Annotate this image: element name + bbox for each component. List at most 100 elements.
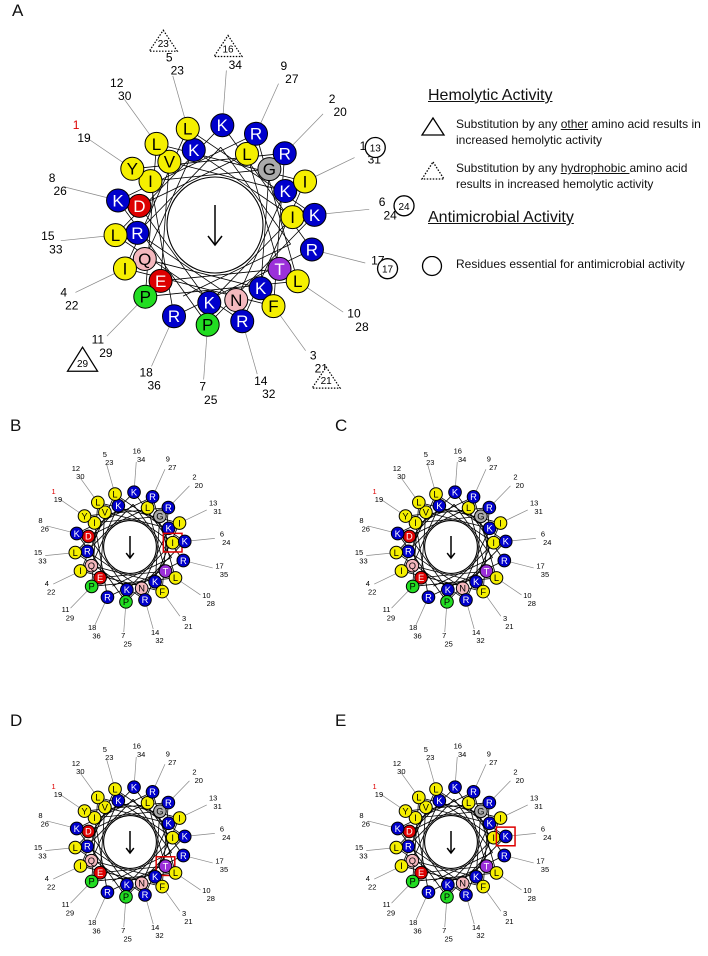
helix-chord	[418, 797, 501, 819]
residue-circle	[155, 879, 169, 894]
residue-letter: V	[423, 507, 430, 517]
helix-chord	[76, 828, 127, 898]
helix-chord	[161, 802, 169, 887]
position-leader-line	[188, 561, 213, 569]
position-number: 31	[534, 507, 542, 516]
position-leader-line	[190, 833, 215, 837]
residue-letter: R	[180, 851, 187, 861]
residue-letter: R	[463, 595, 470, 605]
position-number: 1	[51, 782, 55, 791]
residue-circle	[144, 131, 169, 156]
residue-circle	[195, 312, 220, 337]
residue-circle	[120, 156, 145, 181]
residue-circle	[257, 157, 282, 182]
position-number: 5	[103, 745, 107, 754]
helix-chord	[144, 143, 157, 297]
residue-letter: P	[410, 877, 416, 887]
position-leader-line	[134, 756, 137, 782]
legend-item3-text: Residues essential for antimicrobial act…	[456, 257, 685, 271]
residue-circle	[390, 526, 405, 541]
residue-letter: I	[303, 172, 308, 191]
position-number: 12	[393, 759, 401, 768]
residue-letter: K	[188, 141, 200, 160]
helix-chord	[453, 798, 493, 853]
position-number: 20	[516, 481, 524, 490]
position-leader-line	[190, 538, 215, 542]
position-leader-line	[415, 897, 427, 920]
residue-circle	[293, 169, 318, 194]
position-number: 3	[503, 909, 507, 918]
position-number: 8	[38, 811, 42, 820]
position-number: 34	[137, 455, 145, 464]
residue-letter: L	[95, 793, 100, 803]
position-number: 22	[47, 587, 55, 596]
position-leader-line	[427, 759, 435, 784]
position-number: 13	[209, 499, 217, 508]
helix-chord	[409, 831, 449, 886]
helix-chord	[435, 493, 506, 542]
helix-chord	[80, 865, 163, 887]
position-leader-line	[415, 602, 427, 625]
position-leader-line	[79, 772, 95, 794]
residue-circle	[461, 501, 476, 515]
position-number: 24	[222, 833, 230, 842]
helix-chord	[144, 149, 195, 260]
helix-chord	[475, 516, 482, 582]
helix-chord	[112, 557, 172, 587]
position-number: 33	[359, 556, 367, 565]
residue-letter: L	[173, 868, 178, 878]
helix-chord	[156, 143, 306, 182]
residue-letter: R	[165, 798, 172, 808]
position-number: 23	[105, 458, 113, 467]
position-number: 10	[202, 886, 210, 895]
residue-letter: R	[405, 547, 412, 557]
residue-letter: K	[445, 585, 452, 595]
residue-letter: K	[217, 116, 229, 135]
helix-chord	[433, 852, 493, 882]
helix-chord	[147, 802, 166, 867]
residue-circle	[98, 800, 112, 815]
marker-number: 21	[321, 376, 333, 387]
residue-letter: Q	[409, 856, 416, 866]
residue-circle	[84, 853, 99, 868]
helix-chord	[144, 258, 261, 289]
residue-circle	[140, 501, 155, 515]
helix-chord	[91, 800, 119, 861]
position-number: 2	[192, 473, 196, 482]
residue-letter: I	[79, 566, 82, 576]
position-number: 26	[41, 524, 49, 533]
helix-chord	[418, 502, 501, 524]
position-number: 33	[49, 242, 63, 256]
position-leader-line	[64, 186, 109, 199]
position-leader-line	[184, 804, 207, 816]
position-number: 27	[489, 758, 497, 767]
panel-label: A	[12, 1, 24, 20]
residue-circle	[440, 890, 454, 904]
position-number: 29	[99, 346, 113, 360]
helix-chord	[80, 788, 116, 867]
residue-circle	[482, 500, 497, 515]
residue-letter: G	[477, 512, 484, 522]
helix-chord	[207, 214, 315, 326]
residue-letter: K	[182, 832, 189, 842]
marker-number: 17	[382, 265, 394, 276]
position-number: 6	[379, 195, 386, 209]
position-leader-line	[70, 590, 89, 609]
dotted-triangle-icon	[148, 29, 179, 52]
helix-chord	[465, 817, 501, 896]
position-number: 24	[383, 208, 397, 222]
position-number: 34	[458, 750, 466, 759]
residue-letter: Y	[127, 160, 138, 179]
residue-letter: R	[250, 125, 262, 144]
helix-chord	[94, 817, 108, 893]
position-number: 25	[444, 639, 452, 648]
arrow-head-icon	[125, 847, 135, 855]
residue-circle	[148, 574, 162, 589]
residue-letter: L	[433, 784, 438, 794]
position-number: 9	[487, 750, 491, 759]
residue-circle	[161, 816, 176, 831]
helix-chord	[169, 161, 286, 192]
residue-circle	[230, 309, 255, 334]
helix-chord	[74, 786, 135, 848]
